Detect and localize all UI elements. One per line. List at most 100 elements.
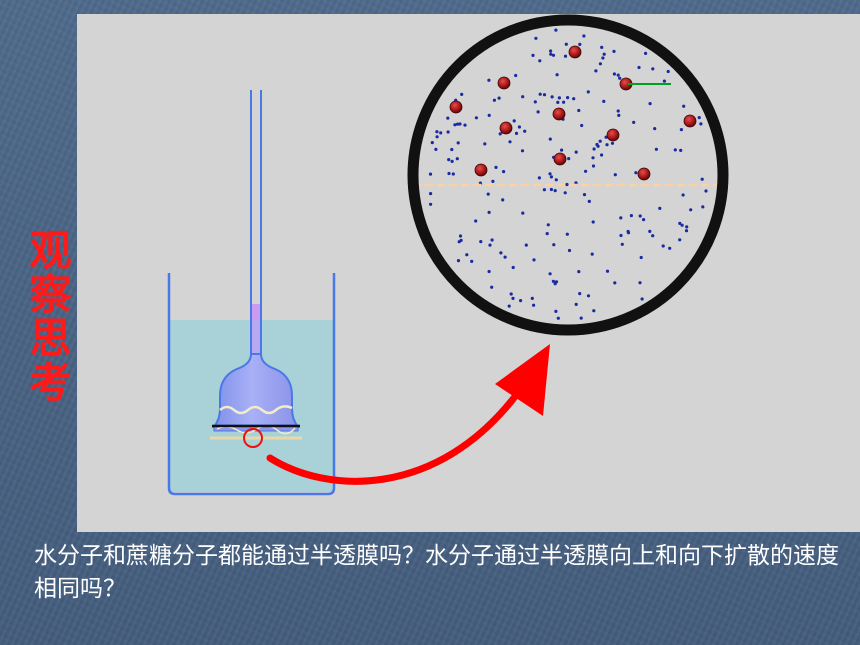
water-molecule (434, 147, 438, 151)
water-molecule (685, 225, 689, 229)
water-molecule (553, 189, 557, 193)
water-molecule (590, 252, 594, 256)
water-molecule (701, 205, 705, 209)
water-molecule (560, 148, 564, 152)
water-molecule (548, 137, 552, 141)
water-molecule (637, 65, 641, 70)
water-molecule (651, 67, 655, 71)
water-molecule (586, 90, 590, 94)
magnified-view-border (407, 14, 729, 336)
water-molecule (638, 214, 642, 218)
water-molecule (512, 119, 516, 123)
water-molecule (704, 189, 708, 193)
water-molecule (520, 149, 525, 153)
water-molecule (592, 147, 596, 151)
water-molecule (602, 52, 606, 56)
sucrose-molecule (499, 121, 513, 135)
water-molecule (429, 192, 433, 196)
water-molecule (574, 150, 578, 154)
water-molecule (487, 78, 491, 82)
water-molecule (592, 309, 596, 313)
water-molecule (492, 98, 496, 102)
water-molecule (490, 285, 494, 289)
water-molecule (613, 173, 617, 177)
water-molecule (562, 100, 566, 104)
water-molecule (435, 130, 439, 134)
water-molecule (684, 229, 689, 233)
water-molecule (564, 42, 568, 46)
water-molecule (463, 123, 467, 127)
water-molecule (521, 95, 525, 99)
water-molecule (616, 109, 620, 113)
water-molecule (531, 53, 535, 58)
water-molecule (578, 292, 582, 296)
osmosis-diagram (167, 14, 729, 496)
water-molecule (499, 251, 503, 255)
water-molecule (514, 73, 518, 78)
water-molecule (619, 216, 623, 220)
water-molecule (450, 159, 454, 163)
water-molecule (503, 255, 507, 259)
water-molecule (612, 49, 616, 54)
water-molecule (536, 110, 540, 114)
water-molecule (639, 255, 643, 260)
water-molecule (574, 181, 578, 185)
water-molecule (586, 294, 591, 298)
zoom-marker (243, 428, 263, 448)
water-molecule (479, 240, 483, 244)
water-molecule (582, 34, 586, 38)
water-molecule (598, 62, 603, 66)
sucrose-molecule (568, 45, 582, 59)
water-molecule (591, 156, 595, 160)
water-molecule (511, 265, 515, 270)
water-molecule (458, 122, 462, 126)
water-molecule (555, 73, 559, 77)
water-molecule (494, 165, 498, 169)
water-molecule (554, 178, 558, 182)
water-molecule (616, 73, 620, 77)
tube-inside-water (252, 320, 260, 356)
water-molecule (679, 148, 683, 152)
water-molecule (689, 208, 693, 212)
water-molecule (533, 100, 537, 104)
water-molecule (580, 123, 584, 128)
water-molecule (549, 52, 553, 56)
water-molecule (697, 116, 701, 120)
water-molecule (537, 176, 541, 180)
water-molecule (439, 131, 443, 135)
water-molecule (460, 92, 464, 96)
water-molecule (587, 199, 591, 203)
sucrose-molecule (474, 163, 488, 177)
side-title: 观察思考 (23, 228, 72, 404)
sucrose-molecule (637, 167, 651, 181)
water-molecule (642, 218, 646, 222)
water-molecule (435, 135, 439, 139)
water-molecule (673, 148, 677, 152)
water-molecule (523, 129, 527, 133)
water-molecule (554, 28, 558, 32)
water-molecule (661, 244, 665, 248)
water-molecule (600, 153, 604, 157)
water-molecule (429, 202, 433, 206)
water-molecule (554, 280, 559, 284)
water-molecule (582, 193, 587, 197)
water-molecule (638, 281, 642, 285)
water-molecule (602, 99, 606, 103)
water-molecule (668, 246, 672, 250)
water-molecule (578, 42, 582, 46)
water-molecule (620, 242, 624, 246)
water-molecule (613, 281, 617, 285)
water-molecule (577, 270, 581, 274)
water-molecule (632, 120, 636, 124)
water-molecule (509, 292, 513, 296)
water-molecule (648, 102, 652, 106)
water-molecule (577, 108, 581, 113)
water-molecule (465, 253, 469, 257)
water-molecule (567, 248, 572, 253)
water-molecule (610, 141, 615, 145)
water-molecule (552, 243, 556, 247)
sucrose-molecule (606, 128, 620, 142)
water-molecule (456, 141, 460, 145)
water-molecule (579, 316, 583, 320)
water-molecule (491, 179, 495, 183)
